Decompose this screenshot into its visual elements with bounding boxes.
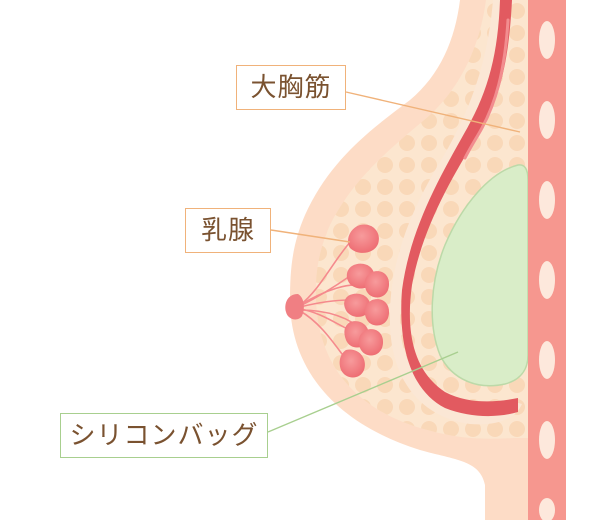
label-mammary-gland-text: 乳腺	[200, 215, 255, 246]
rib-ovals	[539, 21, 555, 520]
mammary-gland-lobules	[299, 224, 390, 378]
leader-line-bag	[267, 351, 459, 433]
label-silicone-bag-text: シリコンバッグ	[69, 420, 259, 451]
leader-line-muscle	[345, 91, 521, 133]
label-pectoralis-major-text: 大胸筋	[250, 72, 332, 103]
pectoralis-muscle-highlight	[463, 18, 510, 160]
nipple	[285, 294, 304, 320]
pectoralis-muscle	[401, 0, 518, 417]
label-pectoralis-major: 大胸筋	[236, 65, 346, 110]
leader-line-gland	[270, 229, 351, 243]
label-silicone-bag: シリコンバッグ	[60, 413, 268, 458]
label-mammary-gland: 乳腺	[185, 208, 271, 253]
pectoralis-muscle-outer	[389, 0, 522, 425]
